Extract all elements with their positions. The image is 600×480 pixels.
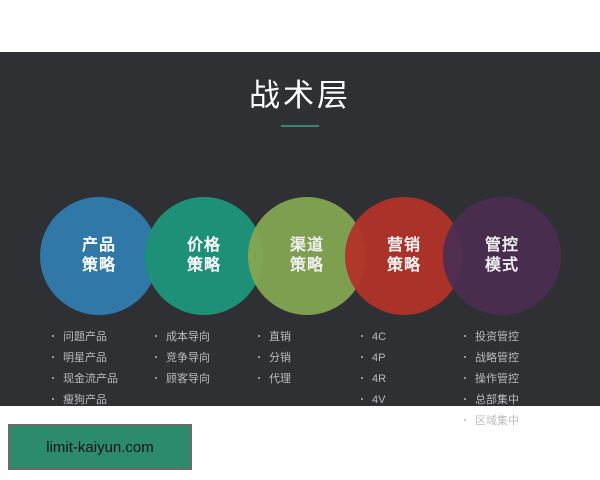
venn-circle-label: 产品 策略 xyxy=(81,236,116,274)
bullet-dot-icon xyxy=(52,377,54,379)
list-item: 4P xyxy=(361,353,452,364)
bullet-dot-icon xyxy=(361,335,363,337)
list-item: 投资管控 xyxy=(464,332,555,343)
list-item: 操作管控 xyxy=(464,374,555,385)
venn-circle-control-model[interactable]: 管控 模式 xyxy=(443,197,561,315)
list-item-label: 现金流产品 xyxy=(63,373,118,385)
venn-diagram: 产品 策略 价格 策略 渠道 策略 营销 策略 管控 模式 xyxy=(0,142,600,315)
list-item-label: 4R xyxy=(372,373,387,385)
list-item-label: 操作管控 xyxy=(475,373,519,385)
bullet-column-price-strategy: 成本导向 竞争导向 顾客导向 xyxy=(143,332,246,442)
list-item-label: 直销 xyxy=(269,331,291,343)
list-item: 总部集中 xyxy=(464,395,555,406)
bullet-dot-icon xyxy=(155,356,157,358)
bullet-dot-icon xyxy=(464,377,466,379)
bullet-dot-icon xyxy=(464,419,466,421)
slide-panel: 战术层 产品 策略 价格 策略 渠道 策略 营销 策略 管控 模式 问题产品 明… xyxy=(0,52,600,427)
list-item: 成本导向 xyxy=(155,332,246,343)
bullet-dot-icon xyxy=(361,377,363,379)
bullet-column-channel-strategy: 直销 分销 代理 xyxy=(246,332,349,442)
venn-circle-product-strategy[interactable]: 产品 策略 xyxy=(40,197,158,315)
list-item: 现金流产品 xyxy=(52,374,143,385)
list-item-label: 瘦狗产品 xyxy=(63,394,107,406)
list-item-label: 问题产品 xyxy=(63,331,107,343)
list-item-label: 分销 xyxy=(269,352,291,364)
watermark-banner: limit-kaiyun.com xyxy=(8,424,192,470)
bullet-dot-icon xyxy=(361,398,363,400)
list-item: 顾客导向 xyxy=(155,374,246,385)
list-item-label: 竞争导向 xyxy=(166,352,210,364)
bullet-dot-icon xyxy=(52,356,54,358)
list-item-label: 4V xyxy=(372,394,386,406)
venn-circle-label: 营销 策略 xyxy=(386,236,421,274)
venn-circle-label: 渠道 策略 xyxy=(289,236,324,274)
list-item: 瘦狗产品 xyxy=(52,395,143,406)
bullet-dot-icon xyxy=(464,398,466,400)
bullet-dot-icon xyxy=(464,356,466,358)
list-item-label: 成本导向 xyxy=(166,331,210,343)
bullet-dot-icon xyxy=(258,335,260,337)
bullet-dot-icon xyxy=(258,377,260,379)
bullet-dot-icon xyxy=(361,356,363,358)
list-item: 代理 xyxy=(258,374,349,385)
watermark-text: limit-kaiyun.com xyxy=(46,438,154,456)
bullet-dot-icon xyxy=(155,377,157,379)
list-item-label: 代理 xyxy=(269,373,291,385)
bullet-dot-icon xyxy=(52,335,54,337)
list-item: 区域集中 xyxy=(464,416,555,427)
list-item: 4V xyxy=(361,395,452,406)
venn-circle-label: 价格 策略 xyxy=(186,236,221,274)
bullet-dot-icon xyxy=(52,398,54,400)
list-item-label: 总部集中 xyxy=(475,394,519,406)
list-item: 4R xyxy=(361,374,452,385)
list-item-label: 区域集中 xyxy=(475,415,519,427)
bullet-columns: 问题产品 明星产品 现金流产品 瘦狗产品 成本导向 竞争导向 顾客导向 直销 分… xyxy=(40,332,570,442)
bullet-column-product-strategy: 问题产品 明星产品 现金流产品 瘦狗产品 xyxy=(40,332,143,442)
bullet-dot-icon xyxy=(464,335,466,337)
list-item: 4C xyxy=(361,332,452,343)
bullet-column-marketing-strategy: 4C 4P 4R 4V xyxy=(349,332,452,442)
list-item: 问题产品 xyxy=(52,332,143,343)
bullet-dot-icon xyxy=(258,356,260,358)
venn-circle-label: 管控 模式 xyxy=(484,236,519,274)
list-item-label: 战略管控 xyxy=(475,352,519,364)
list-item-label: 4C xyxy=(372,331,387,343)
list-item-label: 顾客导向 xyxy=(166,373,210,385)
bullet-column-control-model: 投资管控 战略管控 操作管控 总部集中 区域集中 xyxy=(452,332,555,442)
list-item-label: 4P xyxy=(372,352,386,364)
list-item: 竞争导向 xyxy=(155,353,246,364)
list-item: 明星产品 xyxy=(52,353,143,364)
title-underline xyxy=(281,125,319,127)
list-item-label: 投资管控 xyxy=(475,331,519,343)
page-title: 战术层 xyxy=(249,78,351,113)
list-item: 战略管控 xyxy=(464,353,555,364)
list-item-label: 明星产品 xyxy=(63,352,107,364)
list-item: 直销 xyxy=(258,332,349,343)
bullet-dot-icon xyxy=(155,335,157,337)
list-item: 分销 xyxy=(258,353,349,364)
venn-circle-price-strategy[interactable]: 价格 策略 xyxy=(145,197,263,315)
